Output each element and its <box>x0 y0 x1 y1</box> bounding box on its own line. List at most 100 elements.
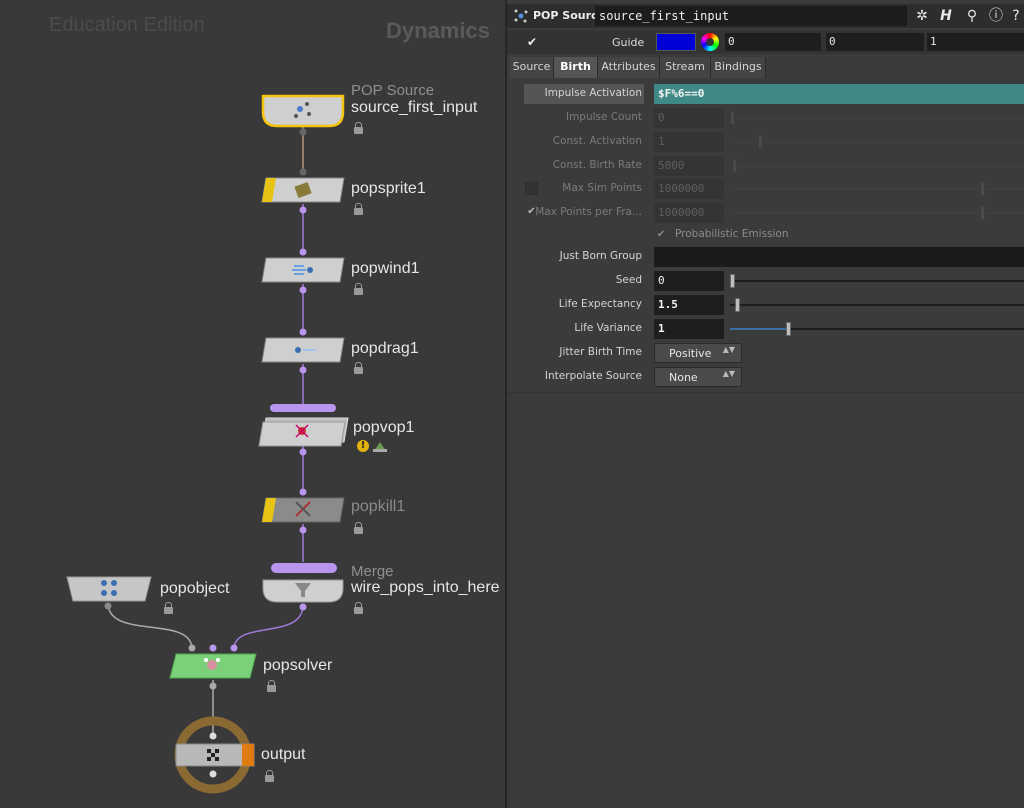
param-just-born-group: Just Born Group <box>507 246 1024 268</box>
node-name-label[interactable]: popwind1 <box>351 260 420 277</box>
network-editor[interactable]: Education Edition Dynamics <box>0 0 505 808</box>
max-sim-points-field[interactable]: 1000000 <box>654 179 724 199</box>
life-variance-field[interactable]: 1 <box>654 319 724 339</box>
life-expectancy-field[interactable]: 1.5 <box>654 295 724 315</box>
node-type-label: POP Source <box>351 82 435 99</box>
wind-icon <box>292 265 313 275</box>
tab-birth[interactable]: Birth <box>554 57 598 78</box>
output-dot <box>209 682 217 690</box>
warning-icon[interactable]: ! <box>357 440 369 452</box>
parameter-empty-area <box>507 392 1024 808</box>
input-dot <box>230 644 238 652</box>
max-points-per-frame-slider[interactable] <box>730 206 1024 220</box>
tab-attributes[interactable]: Attributes <box>598 57 660 78</box>
const-birth-rate-slider[interactable] <box>730 159 1024 173</box>
slider-handle[interactable] <box>732 159 737 173</box>
education-edition-watermark: Education Edition <box>49 14 205 36</box>
node-merge-wire-pops-into-here[interactable] <box>262 563 344 611</box>
node-name-label[interactable]: popdrag1 <box>351 340 419 357</box>
slider-handle[interactable] <box>758 135 763 149</box>
jitter-birth-time-dropdown[interactable]: Positive ▲▼ <box>654 343 742 363</box>
question-icon[interactable]: ? <box>1012 8 1020 24</box>
guide-row: ✔ Guide 0 0 1 <box>507 30 1024 54</box>
guide-value-field[interactable]: 0 <box>826 33 924 51</box>
node-name-label[interactable]: popobject <box>160 580 230 597</box>
seed-field[interactable]: 0 <box>654 271 724 291</box>
output-dot <box>299 206 307 214</box>
node-name-field[interactable] <box>595 6 907 26</box>
max-sim-points-slider[interactable] <box>730 182 1024 196</box>
node-name-label[interactable]: popsprite1 <box>351 180 426 197</box>
just-born-group-field[interactable] <box>654 247 1024 267</box>
guide-value-field[interactable]: 1 <box>927 33 1024 51</box>
node-popobject[interactable] <box>66 576 152 610</box>
param-probabilistic-emission: ✔ Probabilistic Emission <box>507 224 1024 246</box>
node-type-label: Merge <box>351 563 394 580</box>
help-h-icon[interactable]: H <box>940 8 952 24</box>
slider-handle[interactable] <box>980 206 985 220</box>
node-name-label[interactable]: popsolver <box>263 657 333 674</box>
const-birth-rate-field[interactable]: 5000 <box>654 156 724 176</box>
guide-value-field[interactable]: 0 <box>725 33 821 51</box>
guide-color-swatch[interactable] <box>656 33 696 51</box>
max-points-per-frame-field[interactable]: 1000000 <box>654 203 724 223</box>
node-name-label[interactable]: wire_pops_into_here <box>351 579 500 596</box>
param-impulse-count: Impulse Count 0 <box>507 107 1024 129</box>
param-label: Just Born Group <box>559 250 642 262</box>
dropdown-value: Positive <box>669 347 712 360</box>
search-icon[interactable]: ⚲ <box>966 8 978 24</box>
info-icon[interactable]: ⓘ <box>989 8 1003 24</box>
interpolate-source-dropdown[interactable]: None ▲▼ <box>654 367 742 387</box>
node-name-label[interactable]: output <box>261 746 306 763</box>
dropdown-arrows-icon: ▲▼ <box>722 345 735 354</box>
const-activation-slider[interactable] <box>730 135 1024 149</box>
node-popdrag1[interactable] <box>261 328 345 374</box>
node-popvop1[interactable] <box>258 404 349 456</box>
slider-handle[interactable] <box>730 111 735 125</box>
param-life-variance: Life Variance 1 <box>507 318 1024 340</box>
slider-handle[interactable] <box>735 298 740 312</box>
vop-input-bar <box>270 404 336 412</box>
output-dot <box>299 448 307 456</box>
node-source-first-input[interactable] <box>261 94 345 136</box>
node-popkill1[interactable] <box>261 488 345 534</box>
max-sim-points-checkbox[interactable] <box>525 182 538 195</box>
node-name-label[interactable]: popkill1 <box>351 498 406 515</box>
merge-input-bar <box>271 563 337 573</box>
tab-stream[interactable]: Stream <box>660 57 711 78</box>
seed-slider[interactable] <box>730 274 1024 288</box>
parameter-tabs: Source Birth Attributes Stream Bindings <box>507 57 1024 78</box>
probabilistic-emission-checkbox[interactable]: ✔ <box>657 229 666 240</box>
color-wheel-icon[interactable] <box>701 33 719 51</box>
pop-source-icon <box>514 9 528 23</box>
gear-icon[interactable]: ✲ <box>916 8 928 24</box>
param-const-activation: Const. Activation 1 <box>507 131 1024 153</box>
life-variance-slider[interactable] <box>730 322 1024 336</box>
slider-handle[interactable] <box>786 322 791 336</box>
slider-handle[interactable] <box>730 274 735 288</box>
lock-icon <box>354 602 363 615</box>
node-output[interactable] <box>174 716 255 794</box>
tab-bindings[interactable]: Bindings <box>711 57 766 78</box>
param-label: Interpolate Source <box>544 370 642 382</box>
node-popwind1[interactable] <box>261 248 345 294</box>
param-max-sim-points: Max Sim Points 1000000 <box>507 178 1024 200</box>
guide-toggle-checkbox[interactable]: ✔ <box>526 35 538 49</box>
const-activation-field[interactable]: 1 <box>654 132 724 152</box>
max-points-per-frame-checkbox[interactable]: ✔ <box>527 206 536 217</box>
slider-handle[interactable] <box>980 182 985 196</box>
node-popsprite1[interactable] <box>261 168 345 214</box>
output-dot <box>104 602 112 610</box>
node-name-label[interactable]: source_first_input <box>351 99 478 116</box>
param-label: Seed <box>615 274 642 286</box>
network-graph[interactable] <box>0 0 505 808</box>
tab-source[interactable]: Source <box>510 57 554 78</box>
life-expectancy-slider[interactable] <box>730 298 1024 312</box>
impulse-activation-field[interactable]: $F%6==0 <box>654 84 1024 104</box>
node-name-label[interactable]: popvop1 <box>353 419 415 436</box>
impulse-count-field[interactable]: 0 <box>654 108 724 128</box>
impulse-count-slider[interactable] <box>730 111 1024 125</box>
lock-icon <box>354 283 363 296</box>
node-popsolver[interactable] <box>169 644 257 690</box>
param-life-expectancy: Life Expectancy 1.5 <box>507 294 1024 316</box>
